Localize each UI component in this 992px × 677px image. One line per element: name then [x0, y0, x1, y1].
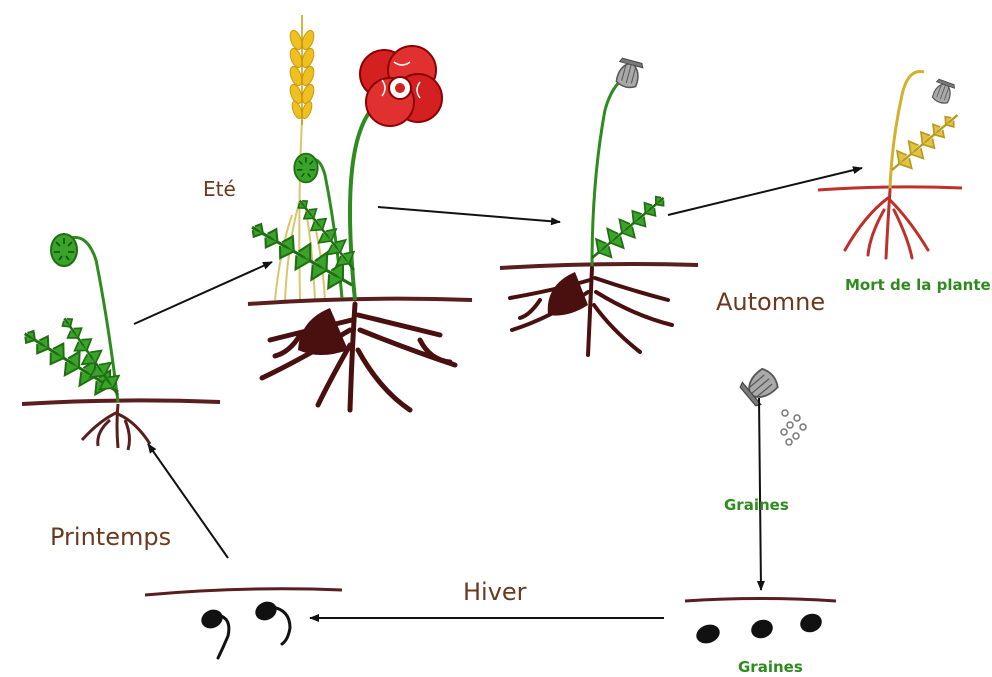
soil-line: [685, 599, 836, 602]
spring-plant: [17, 234, 220, 450]
arrow-spring-to-summer: [134, 262, 272, 324]
label-automne: Automne: [716, 288, 825, 316]
roots: [82, 404, 150, 450]
poppy-flower: [360, 46, 442, 126]
stem: [890, 71, 924, 188]
label-ete: Eté: [203, 177, 236, 201]
arrow-seeds-down: [759, 398, 761, 590]
roots: [845, 190, 928, 258]
germinating-seeds: [145, 589, 342, 658]
bud: [51, 234, 77, 266]
arrow-autumn-to-death: [668, 168, 862, 215]
leaf: [584, 188, 672, 268]
capsule: [930, 79, 955, 106]
label-mort-de-la-plante: Mort de la plante: [845, 276, 991, 294]
soil-line: [248, 299, 472, 304]
label-graines-bottom: Graines: [738, 658, 803, 676]
soil-line: [22, 400, 220, 404]
root-mass: [298, 308, 348, 355]
seeds-falling: [781, 410, 806, 445]
seeds-in-soil: [685, 599, 836, 647]
autumn-plant: [500, 58, 698, 355]
soil-line: [145, 589, 342, 595]
label-hiver: Hiver: [463, 578, 527, 606]
roots: [262, 304, 455, 410]
root-mass: [548, 272, 588, 316]
dead-plant: [818, 71, 965, 258]
stem: [350, 100, 380, 300]
seed-capsule-shedding: [739, 365, 806, 445]
wheat-ear: [288, 15, 316, 125]
label-graines-middle: Graines: [724, 496, 789, 514]
bud: [294, 154, 317, 183]
roots: [510, 268, 672, 355]
soil-line: [500, 264, 698, 268]
arrow-summer-to-autumn: [378, 207, 560, 222]
label-printemps: Printemps: [50, 523, 171, 551]
